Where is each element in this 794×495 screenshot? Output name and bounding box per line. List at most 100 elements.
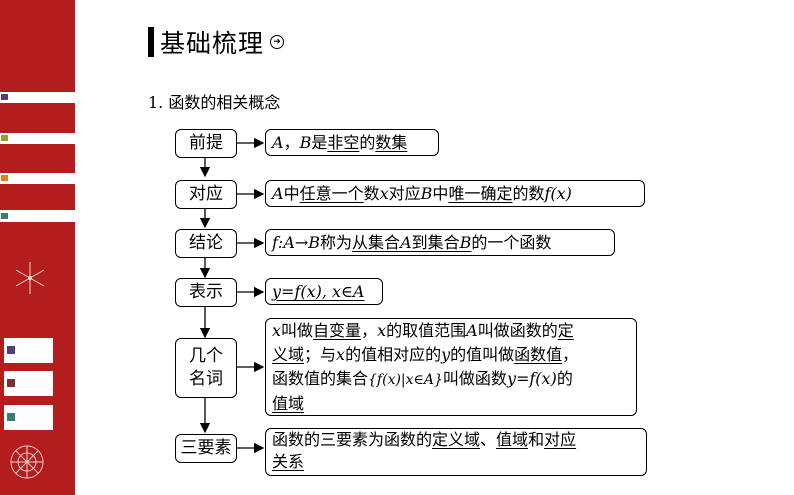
text: 是 <box>311 133 328 152</box>
text: ， <box>361 321 378 340</box>
sidebar-band-4 <box>0 210 75 222</box>
var-y: y <box>441 345 451 364</box>
text: 函数的三要素为函数的 <box>272 430 433 449</box>
set-b: B <box>420 184 433 203</box>
tab-marker-1 <box>7 346 15 354</box>
text: 的 <box>556 369 573 388</box>
elements-line-1: 函数的三要素为函数的定义域、值域和对应 <box>272 429 640 451</box>
names-line-3: 函数值的集合{f(x)|x∈A}叫做函数y=f(x)的 <box>272 367 630 392</box>
premise-label: 前提 <box>175 129 237 158</box>
set-b: B <box>459 233 472 252</box>
set-a: A <box>272 133 284 152</box>
keyword-correspondence-part1: 对应 <box>544 430 577 449</box>
text: 中 <box>283 184 300 203</box>
keyword-domain-part2: 义域 <box>272 345 305 364</box>
text: 的值相对应的 <box>345 345 442 364</box>
elements-content: 函数的三要素为函数的定义域、值域和对应 关系 <box>265 428 647 476</box>
text: 、 <box>480 430 497 449</box>
keyword-correspondence-part2: 关系 <box>272 452 305 471</box>
correspondence-content: A中任意一个数x对应B中唯一确定的数f(x) <box>265 180 645 207</box>
set-b: B <box>299 133 312 152</box>
heading-bar <box>148 27 154 57</box>
var-x: x <box>379 184 389 203</box>
sidebar-band-3 <box>0 173 75 184</box>
sidebar-tab-2[interactable] <box>4 371 53 396</box>
function-expr: y=f(x) <box>506 369 557 388</box>
elements-label-text: 三要素 <box>180 438 232 458</box>
text: 叫做 <box>281 321 314 340</box>
text: 称为 <box>320 233 353 252</box>
elements-label: 三要素 <box>175 434 237 463</box>
keyword-unique: 唯一确定 <box>448 184 513 203</box>
premise-content: A，B是非空的数集 <box>265 129 439 156</box>
set-a: A <box>466 321 478 340</box>
names-line-1: x叫做自变量，x的取值范围A叫做函数的定 <box>272 319 630 343</box>
text: ；与 <box>304 345 337 364</box>
sidebar-tab-1[interactable] <box>4 338 53 363</box>
text: 的 <box>359 133 376 152</box>
sidebar-band-1 <box>0 92 75 103</box>
text: 的值叫做 <box>450 345 515 364</box>
names-label: 几个 名词 <box>175 338 237 398</box>
text: 叫做函数的 <box>477 321 558 340</box>
band-marker-1 <box>1 94 8 100</box>
band-marker-3 <box>1 175 8 181</box>
range-set: {f(x)|x∈A} <box>368 372 443 388</box>
sidebar-band-2 <box>0 133 75 144</box>
dandelion-icon <box>10 445 44 479</box>
conclusion-content: f:A→B称为从集合A到集合B的一个函数 <box>265 229 615 256</box>
set-a: A <box>400 233 412 252</box>
notation-label-text: 表示 <box>189 282 223 302</box>
conclusion-label-text: 结论 <box>189 233 223 253</box>
var-x: x <box>377 321 387 340</box>
separator: ， <box>283 133 300 152</box>
conclusion-label: 结论 <box>175 229 237 258</box>
text: 从集合 <box>352 233 401 252</box>
text: 的一个函数 <box>471 233 552 252</box>
arrow-right-icon[interactable]: ➜ <box>270 35 285 49</box>
page-title: 基础梳理 <box>160 29 265 58</box>
text: 的数 <box>512 184 545 203</box>
keyword-domain: 定义域 <box>432 430 481 449</box>
names-line-2: 义域；与x的值相对应的y的值叫做函数值， <box>272 343 630 367</box>
var-x: x <box>272 321 282 340</box>
keyword-function-value: 函数值 <box>514 345 563 364</box>
sidebar-tab-3[interactable] <box>4 405 53 430</box>
correspondence-label-text: 对应 <box>189 184 223 204</box>
text: 函数值的集合 <box>272 369 369 388</box>
names-line-4: 值域 <box>272 392 630 416</box>
elements-line-2: 关系 <box>272 451 640 473</box>
tab-marker-2 <box>7 379 15 387</box>
text: 叫做函数 <box>442 369 507 388</box>
correspondence-label: 对应 <box>175 180 237 209</box>
names-label-line1: 几个 <box>189 346 223 366</box>
premise-label-text: 前提 <box>189 133 223 153</box>
section-title: 1. 函数的相关概念 <box>148 93 281 112</box>
heading: 基础梳理 ➜ <box>148 26 285 58</box>
function-notation: y=f(x), x∈A <box>272 282 365 301</box>
keyword-range: 值域 <box>272 394 305 413</box>
keyword-number-set: 数集 <box>375 133 408 152</box>
func-fx: f(x) <box>544 184 572 203</box>
sidebar <box>0 0 75 495</box>
func-f: f <box>272 233 278 252</box>
text: 到集合 <box>411 233 460 252</box>
notation-content: y=f(x), x∈A <box>265 278 383 305</box>
keyword-range: 值域 <box>496 430 529 449</box>
text: ， <box>562 345 579 364</box>
notation-label: 表示 <box>175 278 237 307</box>
names-label-line2: 名词 <box>189 369 223 389</box>
text: 数 <box>363 184 380 203</box>
text: 中 <box>432 184 449 203</box>
mapping: :A→B <box>277 233 321 252</box>
tab-marker-3 <box>7 413 15 421</box>
keyword-nonempty: 非空 <box>327 133 360 152</box>
keyword-independent-variable: 自变量 <box>313 321 362 340</box>
text: 的取值范围 <box>386 321 467 340</box>
dandelion-icon <box>15 262 45 294</box>
band-marker-4 <box>1 213 8 219</box>
text: 对应 <box>388 184 421 203</box>
var-x: x <box>336 345 346 364</box>
keyword-any: 任意一个 <box>299 184 364 203</box>
